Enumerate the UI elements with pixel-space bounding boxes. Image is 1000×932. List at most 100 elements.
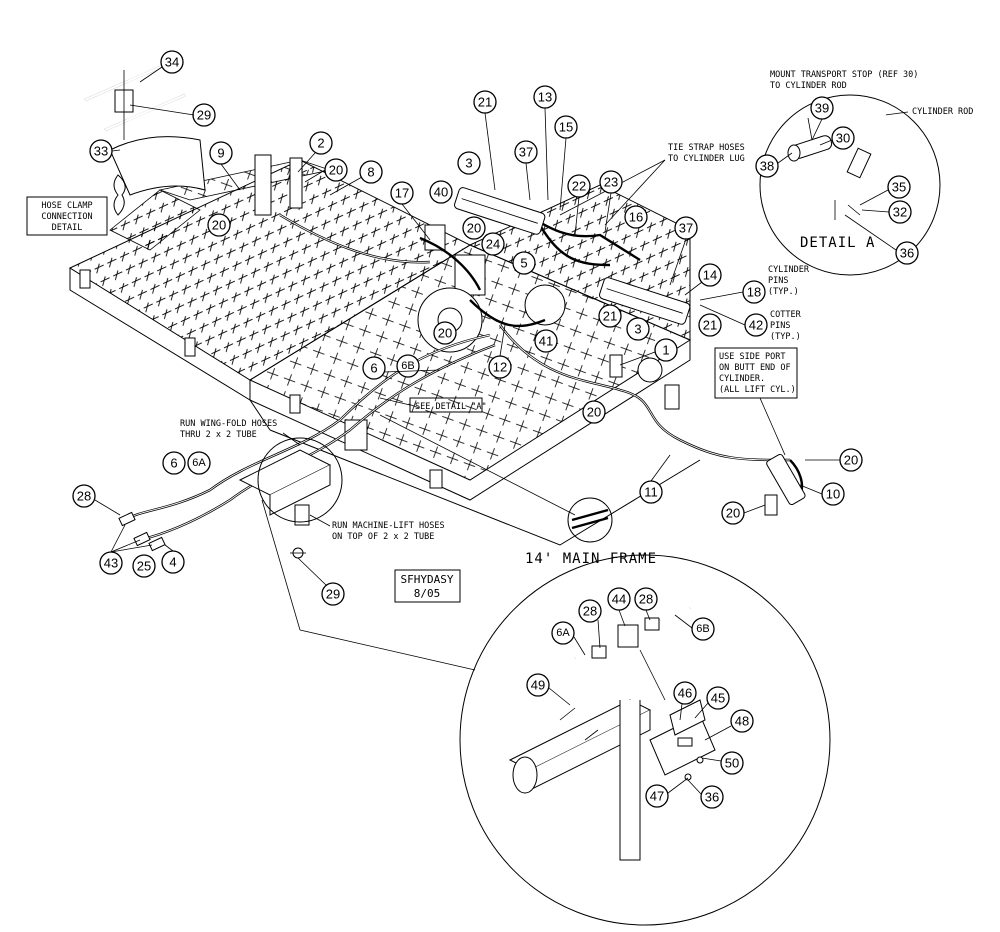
callout-28: 28 — [72, 484, 96, 508]
svg-text:3: 3 — [465, 156, 472, 171]
svg-text:47: 47 — [650, 789, 664, 804]
svg-text:42: 42 — [749, 318, 763, 333]
callout-14: 14 — [698, 263, 722, 287]
callout-18: 18 — [742, 280, 766, 304]
callout-6a: 6A — [551, 621, 575, 645]
svg-text:35: 35 — [892, 180, 906, 195]
svg-text:23: 23 — [604, 175, 618, 190]
callout-20: 20 — [582, 400, 606, 424]
svg-text:CYLINDER: CYLINDER — [768, 265, 810, 275]
svg-text:29: 29 — [326, 587, 340, 602]
svg-text:MOUNT TRANSPORT STOP (REF 30): MOUNT TRANSPORT STOP (REF 30) — [770, 70, 918, 80]
callout-42: 42 — [744, 313, 768, 337]
callouts: 34 29 33 9 2 20 8 20 17 40 21 13 15 3 37… — [72, 50, 919, 809]
callout-17: 17 — [390, 181, 414, 205]
svg-text:29: 29 — [197, 108, 211, 123]
svg-text:3: 3 — [634, 322, 641, 337]
callout-29: 29 — [321, 582, 345, 606]
svg-text:30: 30 — [836, 131, 850, 146]
svg-text:12: 12 — [493, 360, 507, 375]
svg-text:25: 25 — [137, 559, 151, 574]
callout-28: 28 — [634, 587, 658, 611]
callout-1: 1 — [654, 338, 678, 362]
callout-30: 30 — [831, 126, 855, 150]
callout-49: 49 — [526, 673, 550, 697]
svg-text:22: 22 — [572, 179, 586, 194]
svg-text:15: 15 — [559, 120, 573, 135]
svg-text:28: 28 — [77, 489, 91, 504]
svg-text:39: 39 — [815, 101, 829, 116]
svg-text:17: 17 — [395, 186, 409, 201]
callout-41: 41 — [534, 329, 558, 353]
svg-text:PINS: PINS — [770, 321, 790, 331]
svg-text:48: 48 — [735, 714, 749, 729]
svg-text:28: 28 — [639, 592, 653, 607]
svg-text:6: 6 — [170, 456, 177, 471]
callout-20: 20 — [462, 216, 486, 240]
callout-33: 33 — [89, 139, 113, 163]
svg-text:USE SIDE PORT: USE SIDE PORT — [719, 352, 786, 362]
callout-21: 21 — [598, 304, 622, 328]
callout-2: 2 — [309, 131, 333, 155]
svg-text:TIE STRAP HOSES: TIE STRAP HOSES — [668, 143, 745, 153]
callout-29: 29 — [192, 103, 216, 127]
svg-text:38: 38 — [760, 159, 774, 174]
svg-text:32: 32 — [893, 205, 907, 220]
svg-text:4: 4 — [169, 555, 176, 570]
svg-text:(TYP.): (TYP.) — [768, 287, 799, 297]
callout-50: 50 — [720, 751, 744, 775]
callout-36: 36 — [895, 241, 919, 265]
svg-text:20: 20 — [467, 221, 481, 236]
svg-text:21: 21 — [603, 309, 617, 324]
two-by-two-tube — [118, 449, 332, 559]
svg-text:21: 21 — [703, 318, 717, 333]
callout-32: 32 — [888, 200, 912, 224]
main-frame — [68, 154, 701, 546]
callout-38: 38 — [755, 154, 779, 178]
callout-20: 20 — [207, 213, 231, 237]
svg-text:24: 24 — [486, 237, 500, 252]
callout-22: 22 — [567, 174, 591, 198]
callout-21: 21 — [698, 313, 722, 337]
svg-text:6A: 6A — [192, 457, 206, 469]
svg-text:2: 2 — [317, 136, 324, 151]
svg-text:THRU 2 x 2 TUBE: THRU 2 x 2 TUBE — [180, 430, 257, 440]
callout-11: 11 — [639, 480, 663, 504]
svg-text:37: 37 — [679, 221, 693, 236]
callout-48: 48 — [730, 709, 754, 733]
svg-text:41: 41 — [539, 334, 553, 349]
svg-text:5: 5 — [520, 256, 527, 271]
callout-46: 46 — [673, 681, 697, 705]
svg-text:1: 1 — [662, 343, 669, 358]
callout-6a: 6A — [187, 451, 211, 475]
svg-text:16: 16 — [629, 210, 643, 225]
svg-text:20: 20 — [587, 405, 601, 420]
callout-34: 34 — [160, 50, 184, 74]
callout-20: 20 — [839, 448, 863, 472]
leader-lines — [94, 66, 897, 795]
svg-text:20: 20 — [844, 453, 858, 468]
svg-text:45: 45 — [711, 691, 725, 706]
callout-6b: 6B — [396, 354, 420, 378]
lower-detail — [257, 437, 831, 926]
svg-text:6B: 6B — [696, 623, 709, 635]
callout-21: 21 — [473, 90, 497, 114]
callout-23: 23 — [599, 170, 623, 194]
callout-36: 36 — [700, 785, 724, 809]
detail-a: MOUNT TRANSPORT STOP (REF 30) TO CYLINDE… — [759, 70, 973, 276]
callout-12: 12 — [488, 355, 512, 379]
svg-text:40: 40 — [434, 185, 448, 200]
callout-37: 37 — [674, 216, 698, 240]
callout-9: 9 — [209, 141, 233, 165]
cylinders — [454, 187, 806, 516]
svg-text:TO CYLINDER ROD: TO CYLINDER ROD — [770, 81, 847, 91]
svg-text:ON TOP OF 2 x 2 TUBE: ON TOP OF 2 x 2 TUBE — [332, 532, 434, 542]
callout-4: 4 — [161, 550, 185, 574]
svg-text:6B: 6B — [401, 360, 414, 372]
callout-6: 6 — [362, 356, 386, 380]
svg-text:CYLINDER.: CYLINDER. — [719, 374, 765, 384]
svg-text:20: 20 — [438, 326, 452, 341]
svg-text:ON BUTT END OF: ON BUTT END OF — [719, 363, 791, 373]
svg-text:DETAIL A: DETAIL A — [800, 235, 875, 251]
callout-37: 37 — [514, 140, 538, 164]
